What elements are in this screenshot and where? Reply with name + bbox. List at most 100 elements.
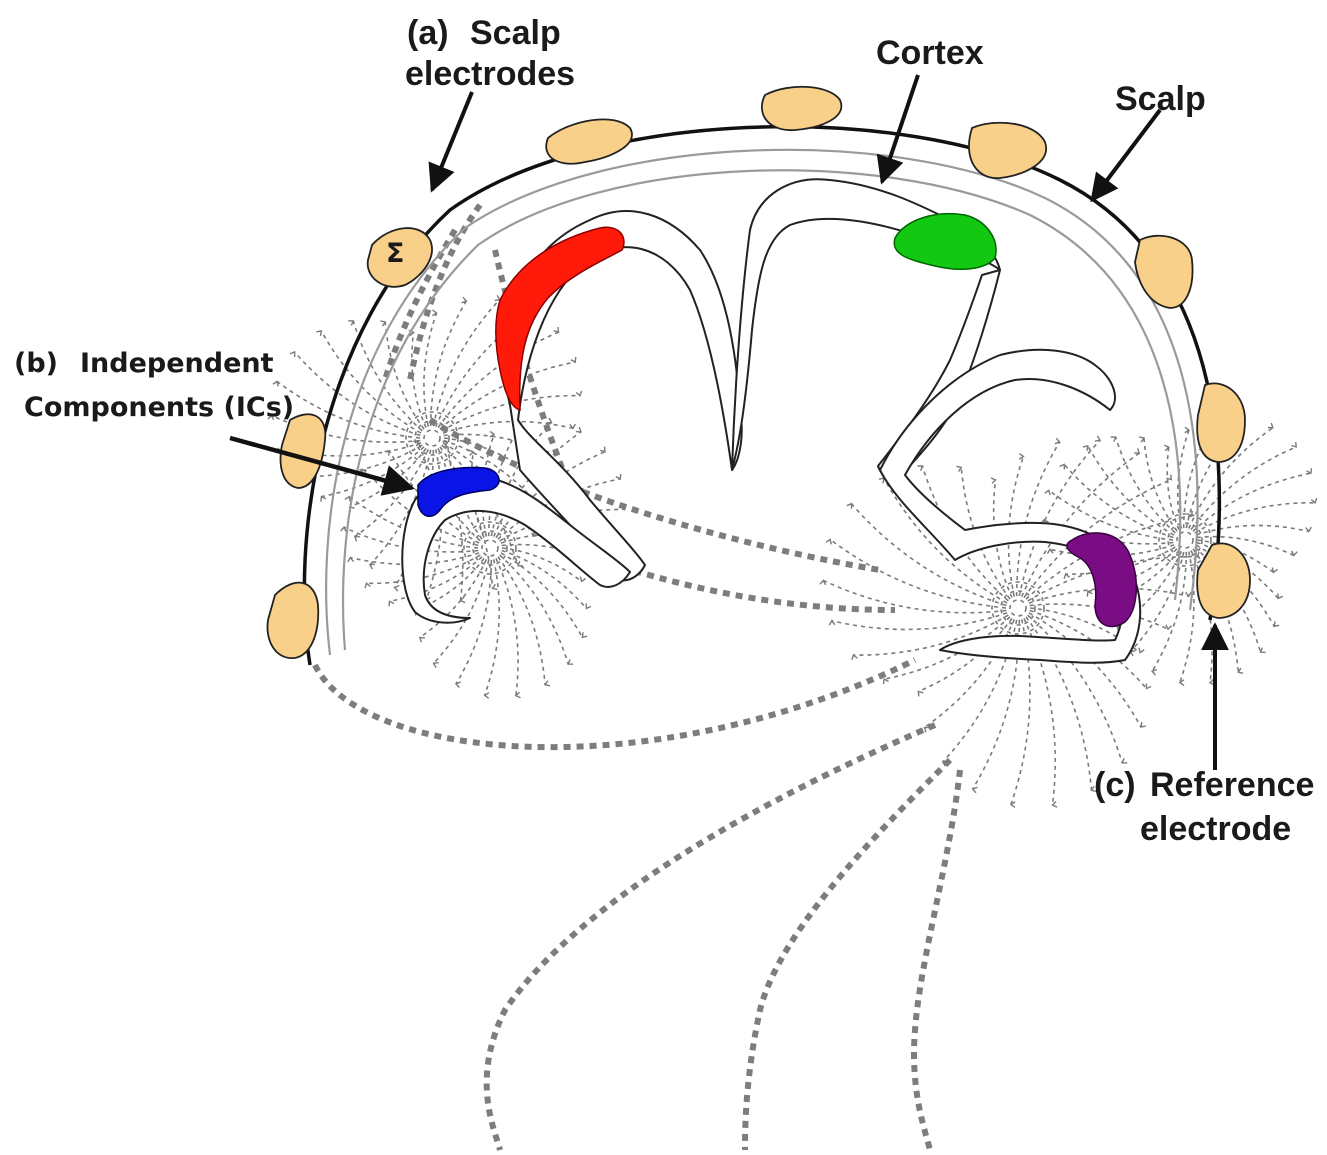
field-line-arrow <box>420 638 425 643</box>
field-line <box>1196 525 1309 535</box>
field-core-ring <box>1010 600 1026 616</box>
arrow-scalp <box>1092 110 1160 200</box>
field-line-arrow <box>1272 568 1277 573</box>
electrode-4 <box>546 119 632 163</box>
field-line-arrow <box>1045 490 1050 495</box>
field-line-arrow <box>385 451 390 456</box>
field-line-arrow <box>355 537 360 542</box>
field-line-arrow <box>1306 527 1312 531</box>
field-line-arrow <box>1055 438 1060 444</box>
arrow-scalp-electrodes <box>432 92 472 190</box>
arrow-cortex <box>882 75 918 182</box>
field-line-arrow <box>826 539 831 544</box>
field-line <box>1193 473 1311 531</box>
field-line-arrow <box>576 391 581 396</box>
field-line-arrow <box>1139 648 1144 653</box>
field-line-arrow <box>829 621 835 625</box>
field-line-arrow <box>1167 475 1172 480</box>
source-purple <box>1067 533 1136 627</box>
field-line <box>500 555 569 664</box>
electrode-2 <box>281 414 326 488</box>
field-line-arrow <box>316 331 321 336</box>
field-line-arrow <box>345 497 350 502</box>
field-line-arrow <box>576 427 581 432</box>
field-line-arrow <box>1111 437 1116 442</box>
field-line-arrow <box>586 603 591 608</box>
label-scalp: Scalp <box>1115 80 1206 118</box>
field-line <box>1195 503 1315 533</box>
field-line-arrow <box>321 497 326 502</box>
sigma-mark: Σ <box>386 238 404 269</box>
field-line <box>1152 552 1186 671</box>
label-reference-letter: (c) <box>1094 766 1136 804</box>
annotations: (a) Scalp electrodes Cortex Scalp (b) In… <box>14 14 1314 848</box>
field-line-arrow <box>852 655 857 660</box>
label-scalp-electrodes-line2: electrodes <box>405 55 575 93</box>
field-line-arrow <box>582 632 587 637</box>
field-line-arrow <box>1139 437 1144 442</box>
field-line <box>1017 442 1060 596</box>
field-core-ring <box>992 582 1044 634</box>
label-cortex: Cortex <box>876 34 984 72</box>
field-line <box>832 613 1007 630</box>
cortical-sources <box>418 214 1136 627</box>
label-ics-line2: Components (ICs) <box>24 392 294 423</box>
field-line-arrow <box>495 295 500 300</box>
field-line-arrow <box>884 679 889 684</box>
field-line-arrow <box>395 586 400 592</box>
field-line-arrow <box>571 357 576 362</box>
field-line-arrow <box>547 418 552 423</box>
field-line-arrow <box>973 787 978 793</box>
electrode-5 <box>762 87 842 130</box>
electrode-7 <box>1135 236 1193 308</box>
field-line-arrow <box>956 466 961 471</box>
field-line-arrow <box>545 681 550 686</box>
field-line-arrow <box>847 504 852 509</box>
field-line <box>424 313 437 427</box>
field-line-arrow <box>1141 722 1146 727</box>
field-line-arrow <box>380 321 385 326</box>
field-line-arrow <box>1186 592 1192 596</box>
source-red <box>496 227 624 410</box>
field-line-arrow <box>370 564 375 569</box>
field-core-ring <box>473 531 507 565</box>
field-line-arrow <box>1268 423 1273 428</box>
field-line-arrow <box>434 663 439 668</box>
field-line-arrow <box>1146 684 1151 689</box>
field-line-arrow <box>918 692 923 697</box>
field-line-arrow <box>580 577 585 582</box>
electrode-1 <box>267 583 318 658</box>
reference-electrode <box>1197 543 1250 618</box>
field-line-arrow <box>554 327 559 332</box>
field-line-arrow <box>273 381 278 386</box>
field-line-arrow <box>348 321 353 326</box>
field-line-arrow <box>1087 592 1092 597</box>
field-line <box>1191 447 1296 530</box>
field-line <box>501 553 582 637</box>
label-scalp-electrodes-letter: (a) <box>407 14 449 52</box>
field-line-arrow <box>1152 670 1157 676</box>
field-line-arrow <box>1095 436 1100 441</box>
field-line-arrow <box>1291 442 1296 447</box>
field-line-arrow <box>991 478 996 484</box>
field-line <box>496 558 518 695</box>
field-line-arrow <box>568 660 573 665</box>
label-reference-line1: Reference <box>1150 766 1314 804</box>
field-line-arrow <box>917 466 922 471</box>
field-line <box>434 560 489 663</box>
pointer-arrows <box>230 75 1215 770</box>
field-line-arrow <box>879 478 884 483</box>
label-ics-line1: Independent <box>80 348 274 379</box>
field-line <box>1064 464 1173 537</box>
field-line-arrow <box>1053 802 1058 808</box>
field-line-arrow <box>518 561 523 566</box>
field-line-arrow <box>1064 574 1069 579</box>
field-line-arrow <box>1019 454 1023 460</box>
field-line-arrow <box>462 297 467 303</box>
field-line <box>498 557 545 685</box>
field-line <box>431 301 467 426</box>
field-line <box>1180 551 1194 682</box>
field-line-arrow <box>1274 621 1279 626</box>
electrode-8 <box>1197 383 1245 462</box>
field-line-arrow <box>1278 593 1283 598</box>
